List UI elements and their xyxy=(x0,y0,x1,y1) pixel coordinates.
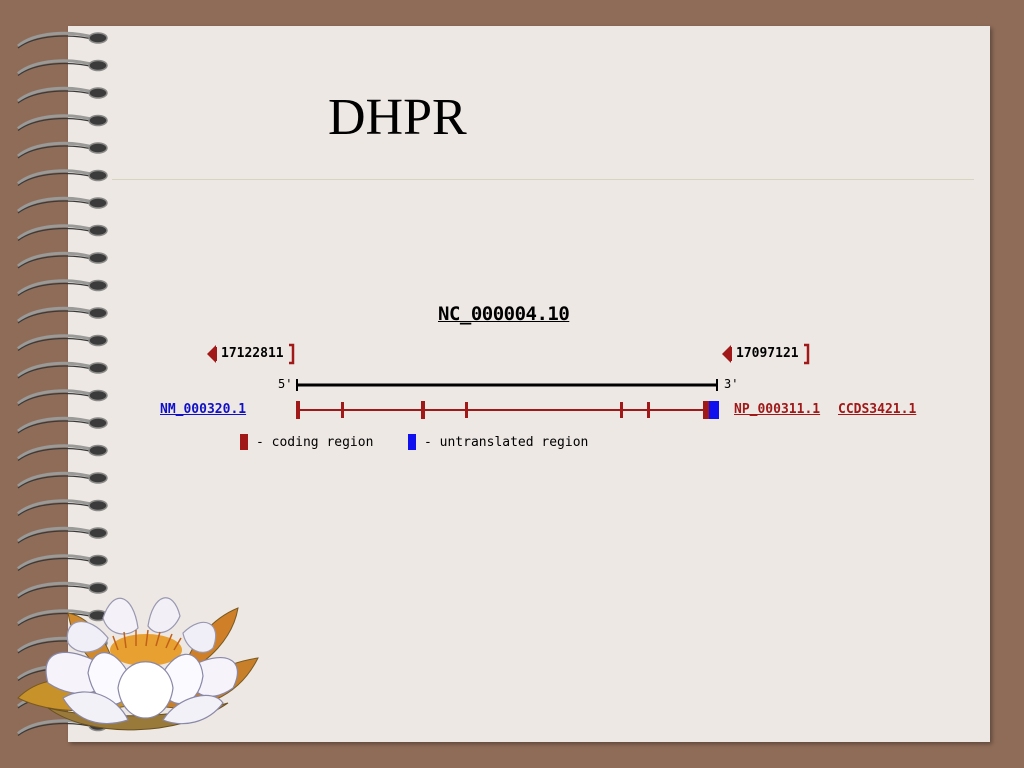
spiral-ring-shadow xyxy=(17,255,97,269)
spiral-ring xyxy=(17,416,97,433)
spiral-ring xyxy=(17,306,97,323)
legend-swatch-coding xyxy=(240,434,248,450)
coord-left: 17122811 xyxy=(221,346,284,361)
spiral-ring xyxy=(17,224,97,240)
spiral-ring-shadow xyxy=(17,117,97,131)
spiral-ring xyxy=(17,361,97,378)
coord-bracket-right xyxy=(804,343,810,365)
exon xyxy=(296,401,300,419)
coord-arrow-stem xyxy=(214,347,217,361)
spiral-hole xyxy=(88,252,108,264)
exon xyxy=(421,401,425,419)
spiral-hole xyxy=(88,307,108,319)
coord-right: 17097121 xyxy=(736,346,799,361)
spiral-ring xyxy=(17,59,97,75)
spiral-hole xyxy=(88,472,108,484)
spiral-ring-shadow xyxy=(17,337,97,351)
exon-coding-end xyxy=(703,401,709,419)
spiral-ring xyxy=(17,279,97,295)
spiral-ring xyxy=(17,499,97,515)
gene-map-graphics xyxy=(207,343,810,450)
accession-link[interactable]: NC_000004.10 xyxy=(438,303,570,325)
exon-utr xyxy=(709,401,719,419)
spiral-ring xyxy=(17,609,97,625)
spiral-ring xyxy=(17,31,97,48)
coord-arrow-stem xyxy=(729,347,732,361)
spiral-ring-shadow xyxy=(17,145,97,159)
spiral-ring-shadow xyxy=(17,35,97,49)
spiral-ring-shadow xyxy=(17,90,97,104)
exon xyxy=(620,402,623,418)
spiral-hole xyxy=(88,87,108,99)
spiral-ring-shadow xyxy=(17,530,97,544)
spiral-ring-shadow xyxy=(17,172,97,186)
spiral-ring-shadow xyxy=(17,420,97,434)
legend-swatch-untranslated xyxy=(408,434,416,450)
coord-bracket-left xyxy=(289,343,295,365)
spiral-ring-shadow xyxy=(17,227,97,241)
spiral-ring-shadow xyxy=(17,392,97,406)
spiral-ring xyxy=(17,169,97,185)
spiral-ring-shadow xyxy=(17,200,97,214)
legend-untranslated-label: - untranslated region xyxy=(424,435,589,450)
spiral-hole xyxy=(88,444,108,457)
spiral-hole xyxy=(88,417,108,429)
spiral-ring-shadow xyxy=(17,365,97,379)
spiral-hole xyxy=(88,334,108,347)
spiral-hole xyxy=(88,197,108,209)
spiral-ring xyxy=(17,581,97,598)
spiral-ring xyxy=(17,196,97,213)
spiral-ring xyxy=(17,526,97,543)
exon xyxy=(341,402,344,418)
spiral-ring-shadow xyxy=(17,475,97,489)
spiral-ring xyxy=(17,389,97,405)
three-prime-label: 3' xyxy=(724,377,739,391)
spiral-ring-shadow xyxy=(17,447,97,461)
coord-arrow-icon xyxy=(207,345,216,363)
five-prime-label: 5' xyxy=(278,377,293,391)
spiral-ring-shadow xyxy=(17,612,97,626)
legend-coding-label: - coding region xyxy=(256,435,374,450)
spiral-ring-shadow xyxy=(17,282,97,296)
spiral-ring xyxy=(17,141,97,158)
gene-map: NC_000004.10 17122811 17097121 5' 3' NM_… xyxy=(150,295,940,465)
lotus-flower-icon xyxy=(17,597,259,731)
spiral-hole xyxy=(88,224,108,237)
protein-link[interactable]: NP_000311.1 xyxy=(734,402,821,417)
spiral-hole xyxy=(88,362,108,374)
spiral-hole xyxy=(88,59,108,72)
spiral-ring-shadow xyxy=(17,62,97,76)
spiral-ring xyxy=(17,444,97,460)
spiral-hole xyxy=(88,279,108,292)
spiral-ring xyxy=(17,251,97,268)
coord-arrow-icon xyxy=(722,345,731,363)
spiral-ring xyxy=(17,554,97,570)
mrna-link[interactable]: NM_000320.1 xyxy=(160,402,247,417)
spiral-hole xyxy=(88,169,108,182)
spiral-hole xyxy=(88,32,108,44)
spiral-hole xyxy=(88,582,108,594)
spiral-ring-shadow xyxy=(17,557,97,571)
spiral-hole xyxy=(88,114,108,127)
title-divider xyxy=(112,179,974,180)
spiral-ring xyxy=(17,334,97,350)
slide-title: DHPR xyxy=(328,89,467,146)
spiral-ring xyxy=(17,86,97,103)
spiral-hole xyxy=(88,499,108,512)
spiral-hole xyxy=(88,554,108,567)
spiral-ring-shadow xyxy=(17,585,97,599)
exon xyxy=(465,402,468,418)
ccds-link[interactable]: CCDS3421.1 xyxy=(838,402,917,417)
spiral-ring-shadow xyxy=(17,310,97,324)
exon xyxy=(647,402,650,418)
spiral-hole xyxy=(88,389,108,402)
spiral-hole xyxy=(88,142,108,154)
spiral-hole xyxy=(88,527,108,539)
spiral-ring-shadow xyxy=(17,502,97,516)
spiral-ring xyxy=(17,471,97,488)
spiral-ring xyxy=(17,114,97,130)
